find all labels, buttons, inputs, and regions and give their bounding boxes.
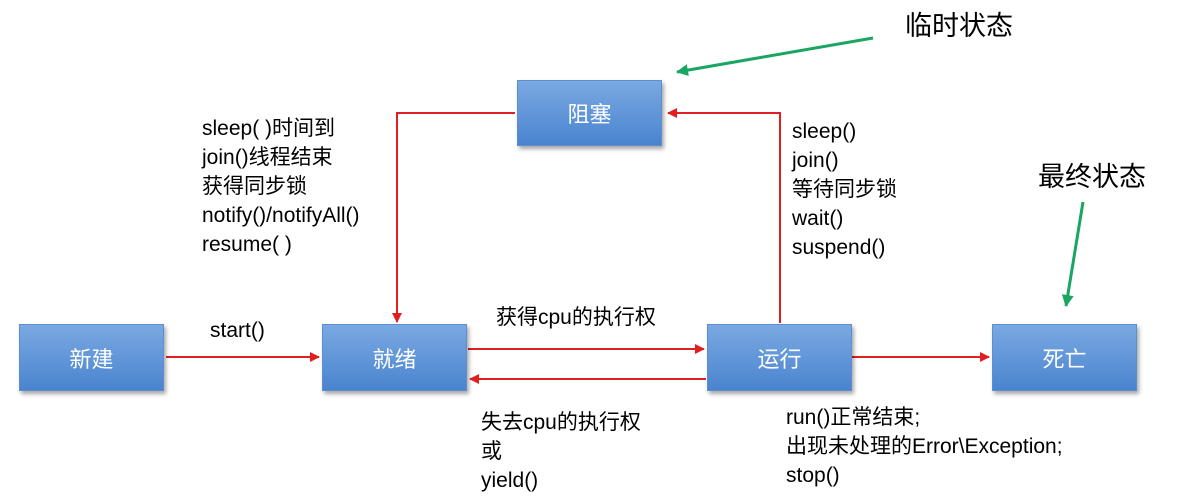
label-line: stop() xyxy=(786,464,840,487)
annotation-temporary-state: 临时状态 xyxy=(905,11,1013,41)
state-blocked: 阻塞 xyxy=(517,80,662,146)
label-line: join()线程结束 xyxy=(202,146,333,169)
label-line: 失去cpu的执行权 xyxy=(481,411,641,434)
label-running-to-blocked: sleep() join() 等待同步锁 wait() suspend() xyxy=(792,117,897,262)
label-line: resume( ) xyxy=(202,233,292,256)
arrow-final-state xyxy=(1061,201,1085,307)
label-line: yield() xyxy=(481,469,539,492)
label-line: join() xyxy=(792,149,839,172)
label-line: start() xyxy=(210,319,265,342)
label-line: wait() xyxy=(792,207,844,230)
state-dead: 死亡 xyxy=(992,324,1137,391)
label-line: sleep() xyxy=(792,120,857,143)
arrow-blocked-to-ready xyxy=(392,112,515,323)
label-running-to-dead: run()正常结束; 出现未处理的Error\Exception; stop() xyxy=(786,403,1063,490)
label-line: sleep( )时间到 xyxy=(202,117,336,140)
label-line: 获得cpu的执行权 xyxy=(496,306,656,329)
label-running-to-ready: 失去cpu的执行权 或 yield() xyxy=(481,408,641,495)
label-line: 或 xyxy=(481,440,502,463)
state-ready: 就绪 xyxy=(322,324,467,391)
label-line: 出现未处理的Error\Exception; xyxy=(786,435,1063,458)
label-new-to-ready: start() xyxy=(210,316,265,345)
annotation-final-state: 最终状态 xyxy=(1038,162,1146,192)
state-running: 运行 xyxy=(707,324,852,391)
arrow-running-to-blocked xyxy=(667,108,781,323)
label-blocked-to-ready: sleep( )时间到 join()线程结束 获得同步锁 notify()/no… xyxy=(202,114,360,259)
label-line: 等待同步锁 xyxy=(792,178,897,201)
label-line: run()正常结束; xyxy=(786,406,921,429)
label-line: suspend() xyxy=(792,236,886,259)
label-line: notify()/notifyAll() xyxy=(202,204,360,227)
label-ready-to-running: 获得cpu的执行权 xyxy=(496,303,656,332)
label-line: 获得同步锁 xyxy=(202,175,307,198)
state-new: 新建 xyxy=(19,324,164,391)
arrow-temporary-state xyxy=(676,36,874,77)
